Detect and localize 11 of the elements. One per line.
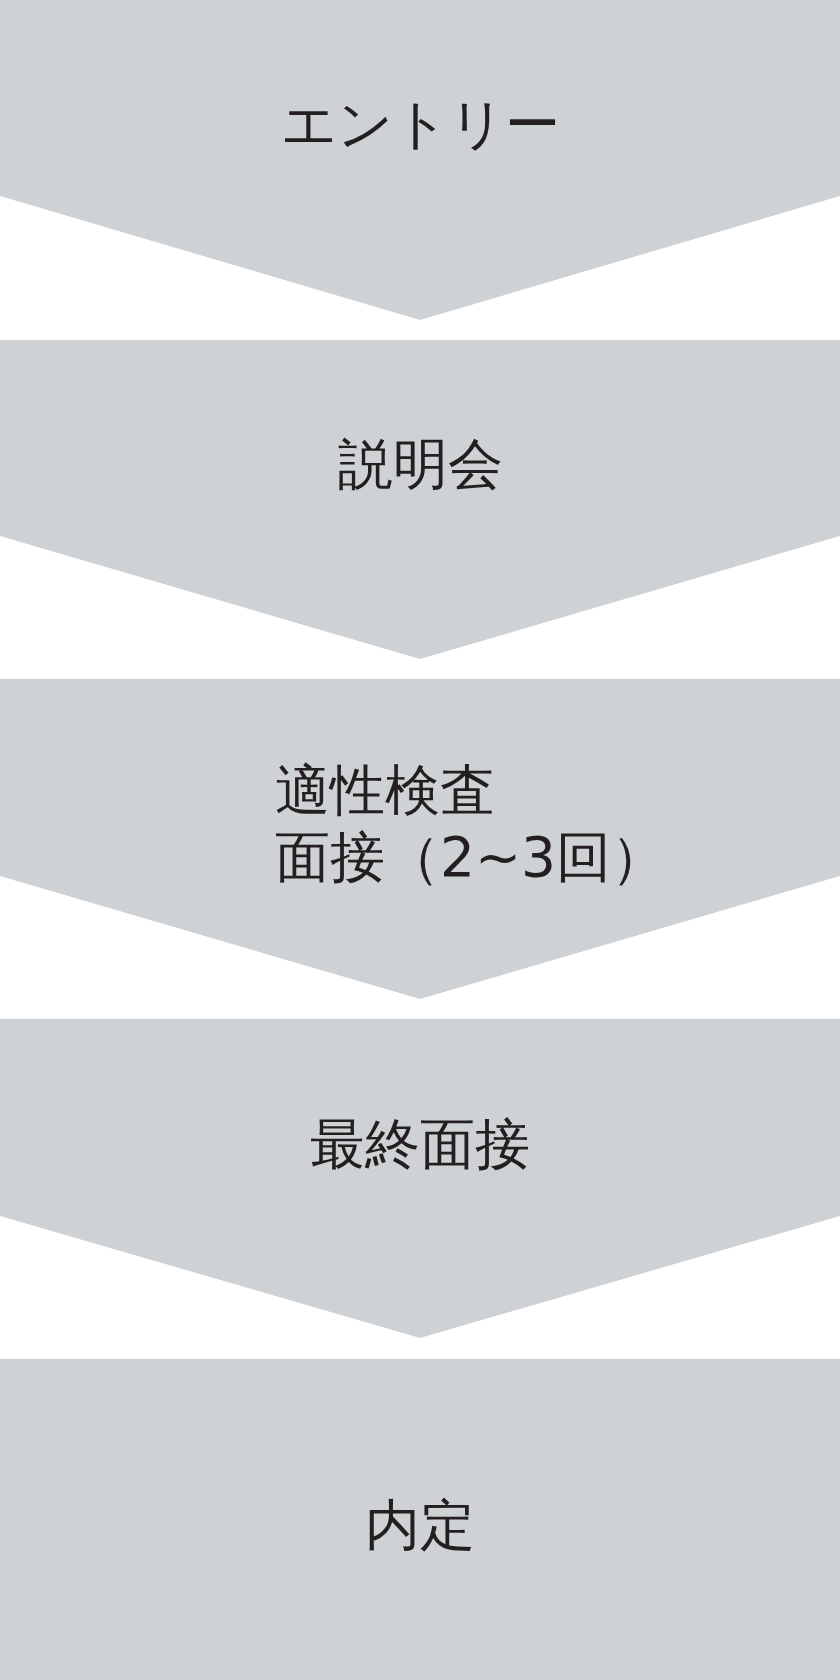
step-band <box>0 340 840 659</box>
step-label: 内定 <box>365 1494 475 1556</box>
step-label: 面接（2~3回） <box>275 826 667 888</box>
step-band <box>0 679 840 999</box>
step-label: 最終面接 <box>310 1113 530 1175</box>
step-label: エントリー <box>280 93 560 155</box>
step-label: 説明会 <box>337 433 503 495</box>
step-band <box>0 1019 840 1338</box>
step-label: 適性検査 <box>275 759 495 821</box>
step-band <box>0 0 840 320</box>
step-band <box>0 1359 840 1680</box>
